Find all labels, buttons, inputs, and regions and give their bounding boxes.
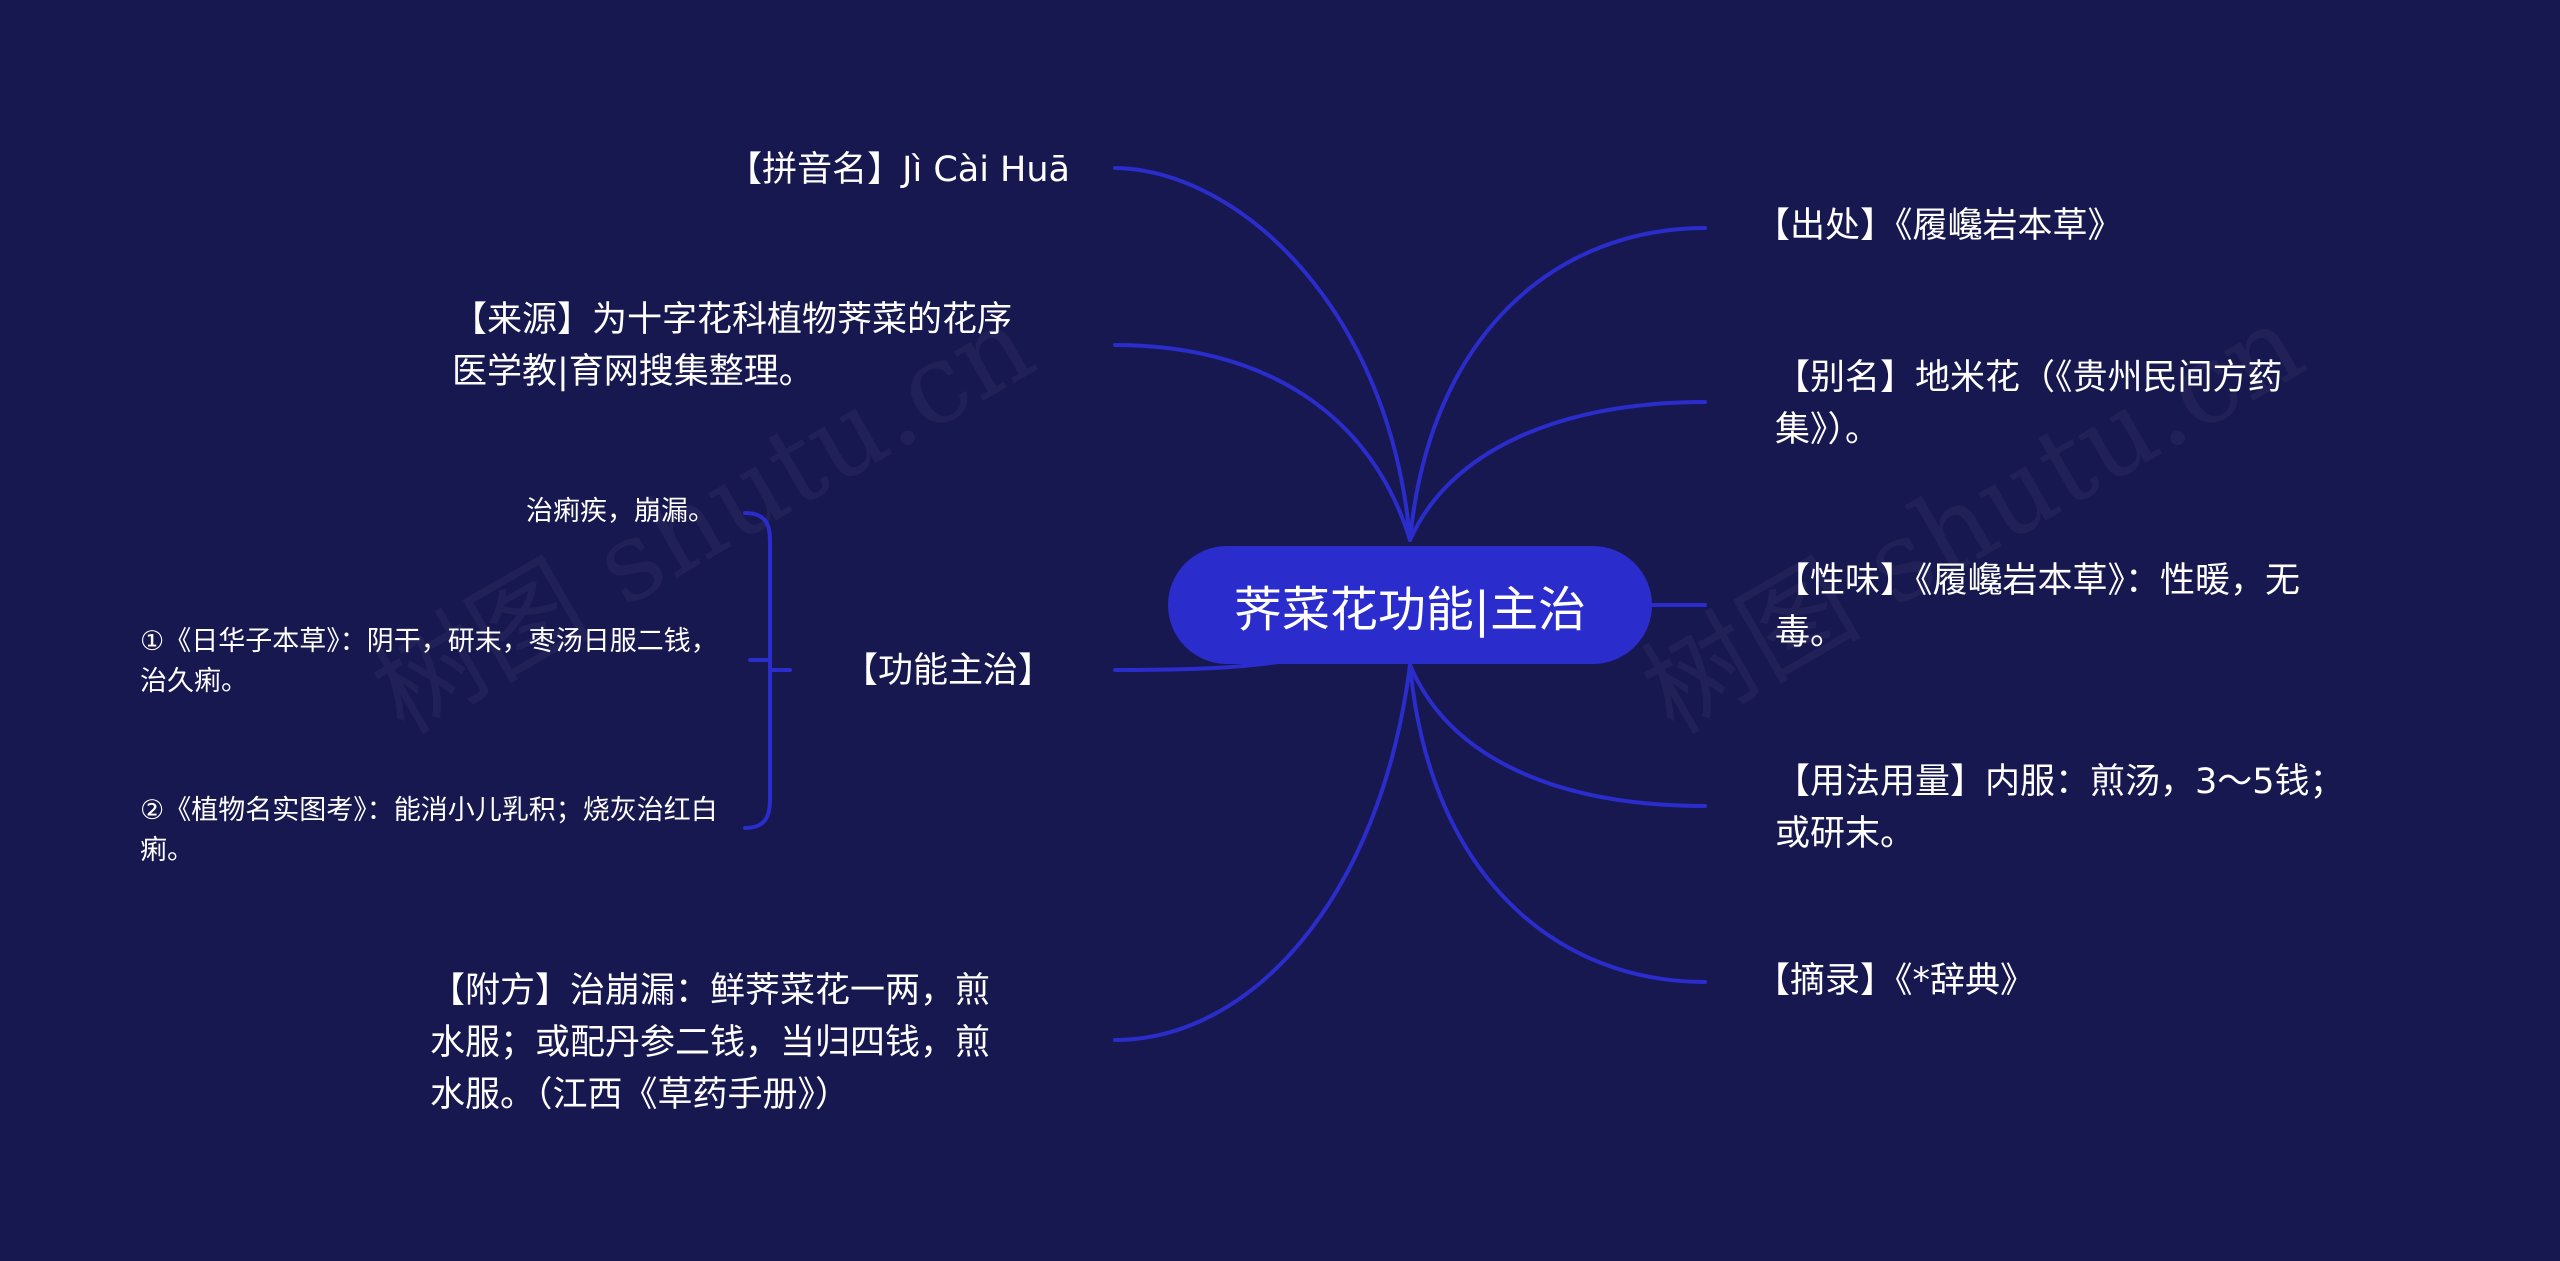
link-origin: [1408, 226, 1707, 542]
node-origin[interactable]: 【出处】《履巉岩本草》: [1755, 206, 2123, 246]
node-function-child[interactable]: ②《植物名实图考》：能消小儿乳积；烧灰治红白痢。: [140, 795, 718, 866]
link-excerpt: [1408, 663, 1707, 984]
node-function-child[interactable]: 治痢疾，崩漏。: [526, 496, 715, 527]
link-function-bracket: [743, 511, 792, 830]
node-function-child[interactable]: ①《日华子本草》：阴干，研末，枣汤日服二钱，治久痢。: [140, 626, 718, 697]
link-alias: [1408, 400, 1707, 542]
root-topic[interactable]: 荠菜花功能|主治: [1168, 546, 1652, 664]
link-pinyin: [1113, 166, 1412, 542]
node-usage[interactable]: 【用法用量】内服：煎汤，3～5钱；或研末。: [1775, 762, 2345, 854]
link-prescription: [1113, 663, 1412, 1042]
node-excerpt[interactable]: 【摘录】《*辞典》: [1755, 961, 2036, 1001]
node-pinyin[interactable]: 【拼音名】Jì Cài Huā: [727, 150, 1070, 190]
node-alias[interactable]: 【别名】地米花（《贵州民间方药集》）。: [1775, 358, 2283, 450]
node-prescription[interactable]: 【附方】治崩漏：鲜荠菜花一两，煎水服；或配丹参二钱，当归四钱，煎水服。（江西《草…: [430, 971, 991, 1115]
link-usage: [1408, 663, 1707, 808]
node-nature[interactable]: 【性味】《履巉岩本草》：性暖，无毒。: [1775, 561, 2301, 653]
link-source: [1113, 343, 1412, 542]
node-function[interactable]: 【功能主治】: [843, 651, 1054, 691]
node-source[interactable]: 【来源】为十字花科植物荠菜的花序医学教|育网搜集整理。: [452, 300, 1013, 392]
